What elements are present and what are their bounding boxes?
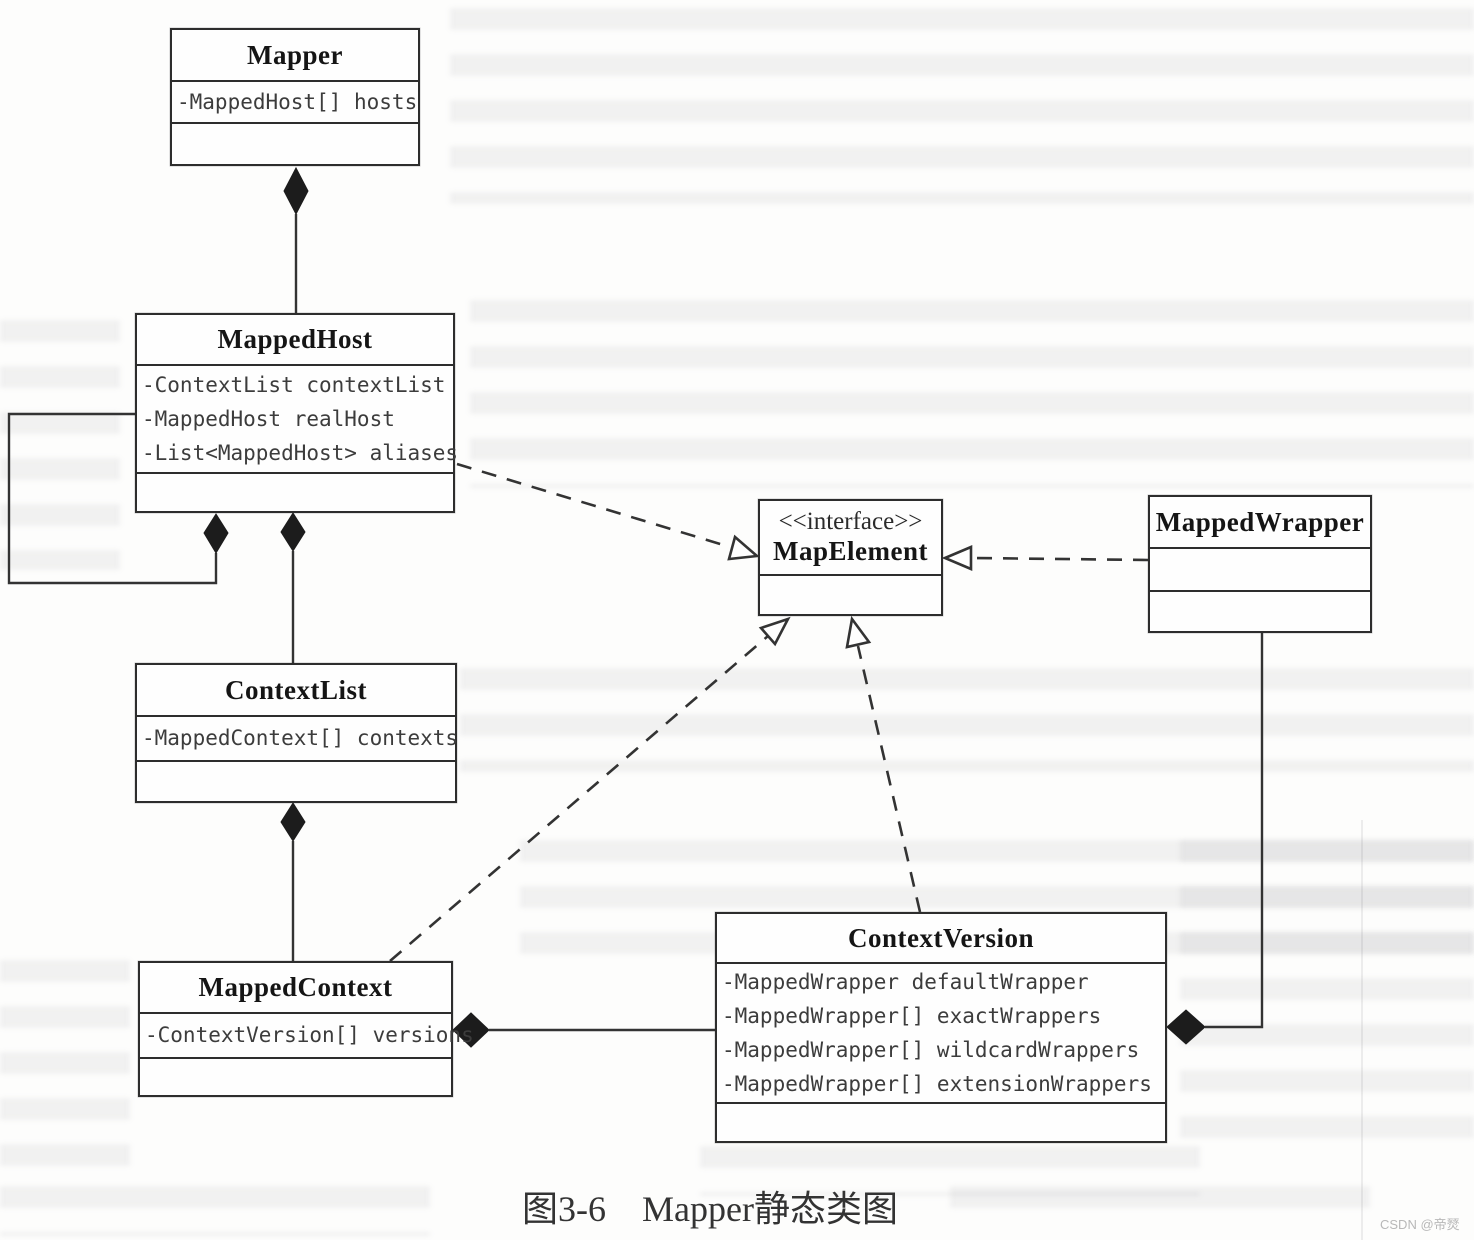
class-name-mappedcontext: MappedContext — [198, 972, 393, 1002]
bleedthrough-text-region — [0, 960, 130, 1180]
connector-mapper-mappedhost — [283, 166, 309, 313]
attribute-versions: -ContextVersion[] versions — [145, 1023, 474, 1048]
class-name-mappedwrapper: MappedWrapper — [1155, 506, 1365, 537]
figure-caption: 图3-6 Mapper静态类图 — [522, 1189, 898, 1229]
operations-compartment — [1150, 590, 1370, 631]
csdn-watermark: CSDN @帝燹 — [1380, 1217, 1460, 1232]
interface-stereotype: <<interface>> — [778, 508, 923, 535]
attributes-compartment — [1150, 547, 1370, 590]
class-box-mappedcontext: MappedContext -ContextVersion[] versions — [138, 961, 474, 1097]
attribute-hosts: -MappedHost[] hosts — [177, 89, 418, 114]
class-name-contextlist: ContextList — [225, 674, 367, 705]
class-name-mapelement: MapElement — [773, 536, 928, 566]
operations-compartment — [137, 472, 453, 511]
bleedthrough-text-region — [470, 300, 1474, 488]
class-box-mappedwrapper: MappedWrapper — [1148, 495, 1372, 633]
operations-compartment — [137, 760, 455, 801]
connector-mappedwrapper-mapelement — [941, 545, 1149, 571]
bleedthrough-text-region — [1180, 840, 1474, 1160]
class-box-mapper: Mapper -MappedHost[] hosts — [170, 28, 420, 166]
attribute-realhost: -MappedHost realHost — [142, 406, 395, 431]
class-name-mappedhost: MappedHost — [217, 324, 373, 354]
connector-contextlist-mappedcontext — [280, 802, 306, 961]
page-margin-line — [1361, 820, 1363, 1240]
class-box-contextlist: ContextList -MappedContext[] contexts — [135, 663, 459, 803]
attribute-exactwrappers: -MappedWrapper[] exactWrappers — [722, 1003, 1102, 1028]
bleedthrough-text-region — [450, 8, 1474, 204]
class-name-contextversion: ContextVersion — [848, 922, 1034, 953]
attribute-aliases: -List<MappedHost> aliases — [142, 441, 459, 465]
operations-compartment — [760, 574, 941, 614]
connector-mappedhost-contextlist — [280, 512, 306, 663]
connector-mappedhost-mapelement — [456, 462, 761, 561]
attribute-extensionwrappers: -MappedWrapper[] extensionWrappers — [722, 1072, 1152, 1097]
bleedthrough-text-region — [460, 668, 1474, 772]
connector-contextversion-mapelement — [845, 615, 922, 913]
attribute-wildcardwrappers: -MappedWrapper[] wildcardWrappers — [722, 1038, 1140, 1062]
class-box-contextversion: ContextVersion -MappedWrapper defaultWra… — [715, 912, 1167, 1143]
connector-mappedcontext-contextversion — [452, 1012, 715, 1048]
operations-compartment — [717, 1102, 1165, 1141]
attribute-contextlist: -ContextList contextList — [142, 372, 446, 397]
bleedthrough-text-region — [0, 320, 120, 570]
interface-box-mapelement: <<interface>> MapElement — [758, 499, 943, 616]
attribute-defaultwrapper: -MappedWrapper defaultWrapper — [722, 969, 1089, 994]
class-box-mappedhost: MappedHost -ContextList contextList -Map… — [135, 313, 459, 513]
connector-contextversion-mappedwrapper — [1166, 633, 1264, 1045]
class-name-mapper: Mapper — [247, 39, 343, 70]
bleedthrough-text-region — [0, 1186, 430, 1236]
operations-compartment — [140, 1057, 451, 1095]
operations-compartment — [172, 122, 418, 164]
attribute-contexts: -MappedContext[] contexts — [142, 726, 459, 751]
